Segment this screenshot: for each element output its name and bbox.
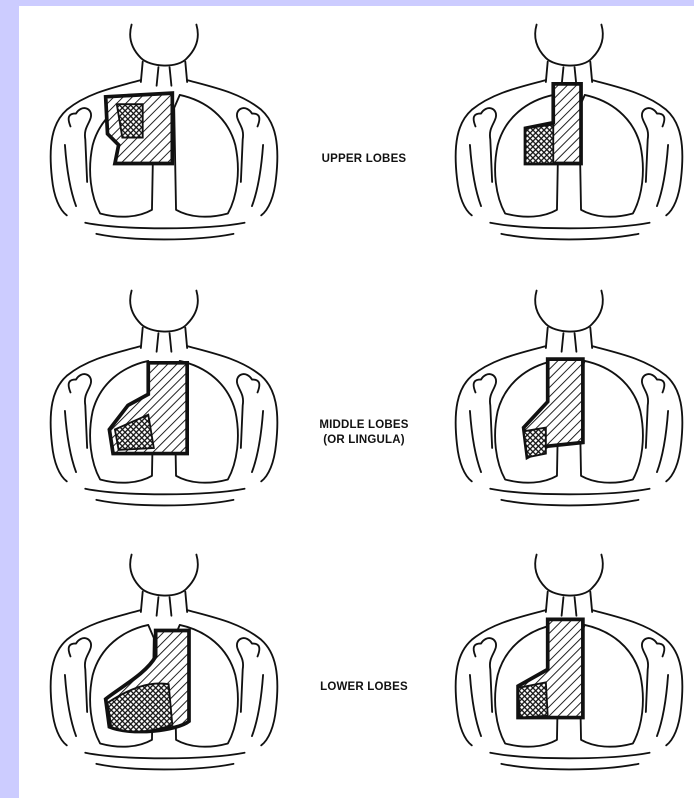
torso-outline-icon xyxy=(444,16,694,248)
lower-lobes-right-diagram xyxy=(39,546,289,778)
torso-outline-icon xyxy=(39,16,289,248)
upper-lobes-right-diagram xyxy=(39,16,289,248)
middle-lobes-label-line1: MIDDLE LOBES xyxy=(289,418,439,433)
lower-lobes-label: LOWER LOBES xyxy=(289,680,439,695)
middle-lobes-right-diagram xyxy=(39,282,289,514)
upper-lobes-label: UPPER LOBES xyxy=(289,152,439,167)
middle-lobes-left-diagram xyxy=(444,282,694,514)
lower-lobes-left-diagram xyxy=(444,546,694,778)
torso-outline-icon xyxy=(39,546,289,778)
middle-lobes-label-line2: (OR LINGULA) xyxy=(289,433,439,448)
torso-outline-icon xyxy=(444,546,694,778)
torso-outline-icon xyxy=(39,282,289,514)
upper-lobes-left-diagram xyxy=(444,16,694,248)
middle-lobes-label: MIDDLE LOBES (OR LINGULA) xyxy=(289,418,439,448)
figure: UPPER LOBES MIDDLE LOBES (OR LINGULA) xyxy=(19,6,694,798)
torso-outline-icon xyxy=(444,282,694,514)
